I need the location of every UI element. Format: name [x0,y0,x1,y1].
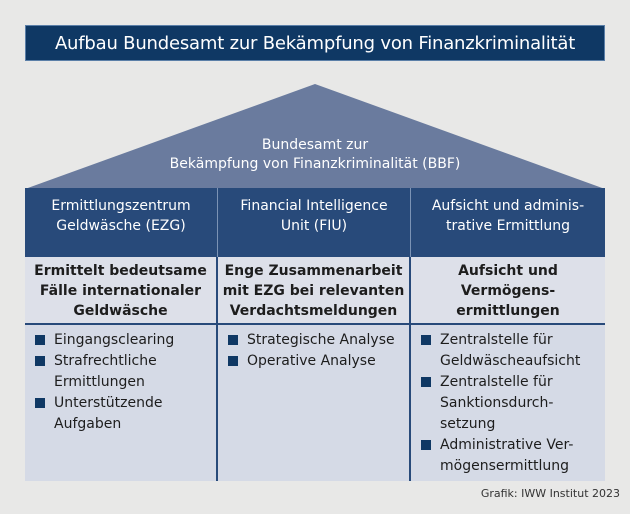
column-description-fiu: Enge Zusammenarbeit mit EZG bei relevant… [218,257,411,325]
column-header-aufsicht: Aufsicht und adminis- trative Ermittlung [411,188,605,257]
list-item-text: mögensermittlung [440,458,570,474]
header-line: Ermittlungszentrum [51,198,191,214]
list-item-text: Eingangsclearing [54,332,175,348]
description-line: ermittlungen [456,303,560,319]
list-item-text: Strategische Analyse [247,332,395,348]
column-description-aufsicht: Aufsicht und Vermögens- ermittlungen [411,257,605,325]
description-line: Ermittelt bedeutsame [34,263,207,279]
header-line: Aufsicht und adminis- [431,198,585,214]
list-item: Unterstützende Aufgaben [35,393,210,435]
list-item: Zentralstelle für Geldwäscheaufsicht [421,330,599,372]
list-item-text: Sanktionsdurch- [440,395,554,411]
list-item-text: Strafrechtliche [54,353,157,369]
list-item-text: Aufgaben [54,416,122,432]
square-bullet-icon [35,335,45,345]
list-item: Operative Analyse [228,351,403,372]
description-line: Aufsicht und [458,263,558,279]
square-bullet-icon [35,356,45,366]
column-list-ezg: Eingangsclearing Strafrechtliche Ermittl… [25,325,218,481]
description-line: mit EZG bei relevanten [222,283,405,299]
list-item: Eingangsclearing [35,330,210,351]
column-header-fiu: Financial Intelligence Unit (FIU) [218,188,411,257]
list-item: Zentralstelle für Sanktionsdurch- setzun… [421,372,599,435]
list-item: Administrative Ver- mögensermittlung [421,435,599,477]
description-line: Fälle internationaler [39,283,202,299]
roof-shape [25,84,605,189]
header-line: Geldwäsche (EZG) [56,218,186,234]
list-item-text: Unterstützende [54,395,163,411]
list-item: Strategische Analyse [228,330,403,351]
list-item-text: Zentralstelle für [440,332,553,348]
source-credit: Grafik: IWW Institut 2023 [480,487,620,500]
description-line: Vermögens- [460,283,556,299]
column-description-ezg: Ermittelt bedeutsame Fälle international… [25,257,218,325]
list-item-text: Zentralstelle für [440,374,553,390]
list-item: Strafrechtliche Ermittlungen [35,351,210,393]
roof-label: Bundesamt zur Bekämpfung von Finanzkrimi… [25,136,605,174]
list-item-text: setzung [440,416,496,432]
page-title: Aufbau Bundesamt zur Bekämpfung von Fina… [25,25,605,61]
description-line: Enge Zusammenarbeit [224,263,403,279]
column-list-aufsicht: Zentralstelle für Geldwäscheaufsicht Zen… [411,325,605,481]
square-bullet-icon [35,398,45,408]
roof-bbf: Bundesamt zur Bekämpfung von Finanzkrimi… [25,84,605,189]
square-bullet-icon [421,335,431,345]
description-line: Verdachtsmeldungen [229,303,398,319]
roof-label-line2: Bekämpfung von Finanzkriminalität (BBF) [169,156,461,172]
header-line: Unit (FIU) [280,218,348,234]
square-bullet-icon [228,335,238,345]
list-item-text: Administrative Ver- [440,437,574,453]
square-bullet-icon [421,377,431,387]
structure-table: Ermittlungszentrum Geldwäsche (EZG) Fina… [25,188,605,481]
square-bullet-icon [228,356,238,366]
description-line: Geldwäsche [73,303,168,319]
header-line: Financial Intelligence [240,198,388,214]
header-line: trative Ermittlung [446,218,570,234]
list-item-text: Operative Analyse [247,353,376,369]
list-item-text: Geldwäscheaufsicht [440,353,581,369]
square-bullet-icon [421,440,431,450]
column-list-fiu: Strategische Analyse Operative Analyse [218,325,411,481]
list-item-text: Ermittlungen [54,374,145,390]
column-header-ezg: Ermittlungszentrum Geldwäsche (EZG) [25,188,218,257]
roof-label-line1: Bundesamt zur [261,137,369,153]
